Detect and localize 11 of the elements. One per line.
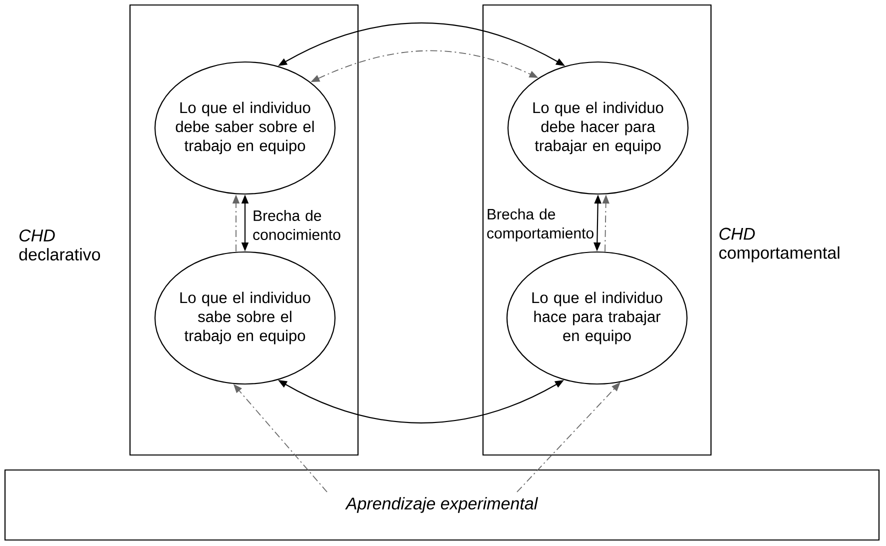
side-label: Brecha de comportamiento — [487, 208, 594, 242]
side-label: CHD declarativo — [19, 229, 100, 261]
ellipse-node: Lo que el individuo debe saber sobre el trabajo en equipo — [154, 61, 336, 195]
side-label: Brecha de conocimiento — [253, 210, 340, 240]
ellipse-node: Lo que el individuo hace para trabajar en equipo — [506, 251, 688, 385]
side-label: CHD comportamental — [719, 228, 840, 262]
ellipse-node: Lo que el individuo sabe sobre el trabajo en equipo — [154, 251, 336, 385]
ellipse-node: Lo que el individuo debe hacer para trabajar en equipo — [507, 61, 689, 195]
group-frame — [129, 4, 359, 456]
group-box: Aprendizaje experimental — [4, 469, 880, 541]
group-frame — [482, 4, 712, 456]
